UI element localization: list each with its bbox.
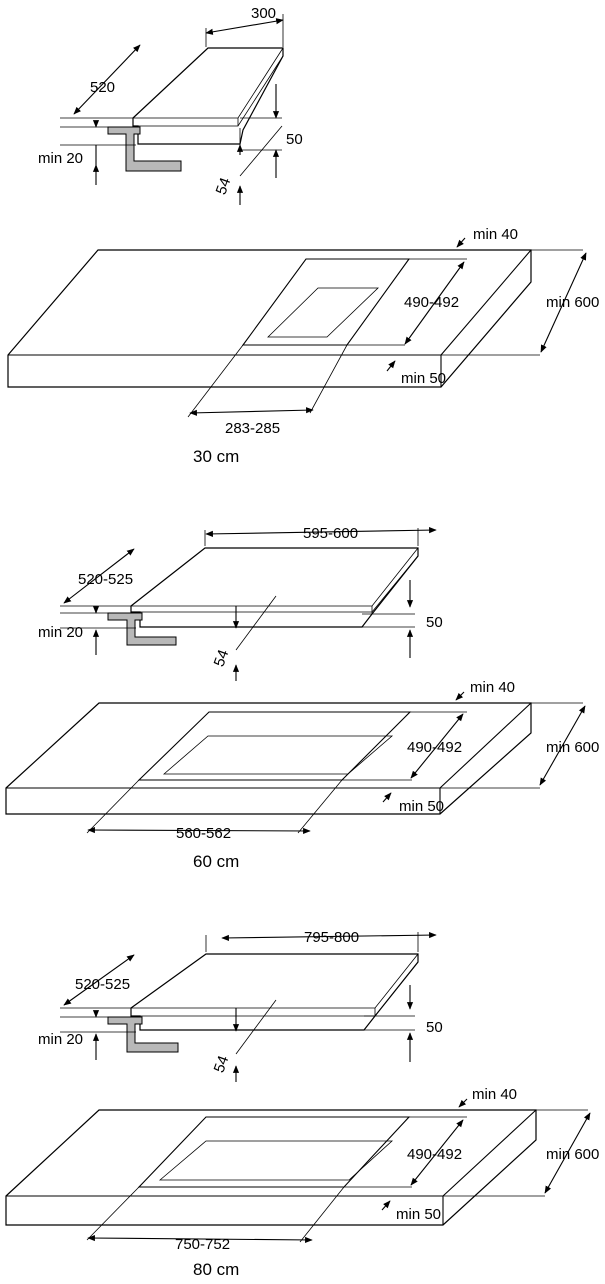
section-60cm: 595-600 520-525 50 54 min 20 490-492	[5, 525, 599, 871]
section-80cm: 795-800 520-525 50 54 min 20 490-492	[5, 929, 599, 1279]
dim-line-cut-depth	[410, 1119, 464, 1186]
hob-drawing: 595-600 520-525 50 54 min 20	[38, 525, 443, 681]
hob-depth-label: 520-525	[75, 976, 130, 993]
counter-depth-label: min 600	[546, 1146, 599, 1163]
hob-thickness-label: 50	[286, 131, 303, 148]
rear-min-label: min 40	[472, 1086, 517, 1103]
hob-depth-label: 520	[90, 79, 115, 96]
dim-line-depth	[63, 548, 135, 604]
section-caption: 80 cm	[193, 1260, 239, 1279]
cut-width-label: 283-285	[225, 420, 280, 437]
hob-depth-below-label: 54	[213, 175, 235, 196]
hob-width-label: 795-800	[304, 929, 359, 946]
front-min-label: min 50	[399, 798, 444, 815]
hob-thickness-label: 50	[426, 1019, 443, 1036]
counter-depth-label: min 600	[546, 739, 599, 756]
dim-line-cut-width	[189, 407, 314, 416]
dim-line-counter-depth	[544, 1112, 591, 1194]
mounting-bracket	[107, 1016, 179, 1053]
dim-line-width	[205, 527, 437, 537]
dim-line-counter-depth	[539, 705, 586, 786]
cut-depth-label: 490-492	[407, 1146, 462, 1163]
dim-line-width	[205, 18, 284, 35]
hob-min-above-label: min 20	[38, 624, 83, 641]
hob-min-above-label: min 20	[38, 1031, 83, 1048]
rear-min-label: min 40	[470, 679, 515, 696]
mounting-bracket	[107, 612, 177, 646]
hob-drawing: 300 520 50 54 min 20	[38, 5, 303, 205]
dim-line-cut-width	[87, 826, 311, 835]
cut-depth-label: 490-492	[404, 294, 459, 311]
mounting-bracket	[107, 126, 182, 172]
section-30cm: 300 520 50 54 min 20 490-492 2	[7, 5, 599, 466]
hob-thickness-label: 50	[426, 614, 443, 631]
cutout-inner	[267, 287, 379, 338]
cut-width-label: 750-752	[175, 1236, 230, 1253]
hob-depth-label: 520-525	[78, 571, 133, 588]
hob-depth-below-label: 54	[211, 647, 233, 668]
counter-depth-label: min 600	[546, 294, 599, 311]
rear-min-label: min 40	[473, 226, 518, 243]
cut-depth-label: 490-492	[407, 739, 462, 756]
hob-width-label: 595-600	[303, 525, 358, 542]
counter-drawing: 490-492 283-285 min 40 min 50 min 600	[7, 226, 599, 437]
section-caption: 30 cm	[193, 447, 239, 466]
dim-line-width	[221, 932, 437, 941]
front-min-label: min 50	[401, 370, 446, 387]
section-caption: 60 cm	[193, 852, 239, 871]
counter-drawing: 490-492 560-562 min 40 min 50 min 600	[5, 679, 599, 842]
dim-line-cut-depth	[404, 261, 465, 345]
dim-line-depth	[63, 954, 135, 1006]
dim-line-cut-width	[87, 1234, 313, 1244]
hob-depth-below-label: 54	[211, 1053, 233, 1074]
counter-drawing: 490-492 750-752 min 40 min 50 min 600	[5, 1086, 599, 1253]
hob-min-above-label: min 20	[38, 150, 83, 167]
cutout-inner	[162, 735, 394, 775]
dim-line-depth	[73, 44, 141, 115]
dim-line-cut-depth	[410, 713, 464, 779]
cutout-inner	[158, 1140, 394, 1181]
front-min-label: min 50	[396, 1206, 441, 1223]
hob-width-label: 300	[251, 5, 276, 22]
dim-line-counter-depth	[540, 252, 587, 353]
cut-width-label: 560-562	[176, 825, 231, 842]
hob-drawing: 795-800 520-525 50 54 min 20	[38, 929, 443, 1082]
